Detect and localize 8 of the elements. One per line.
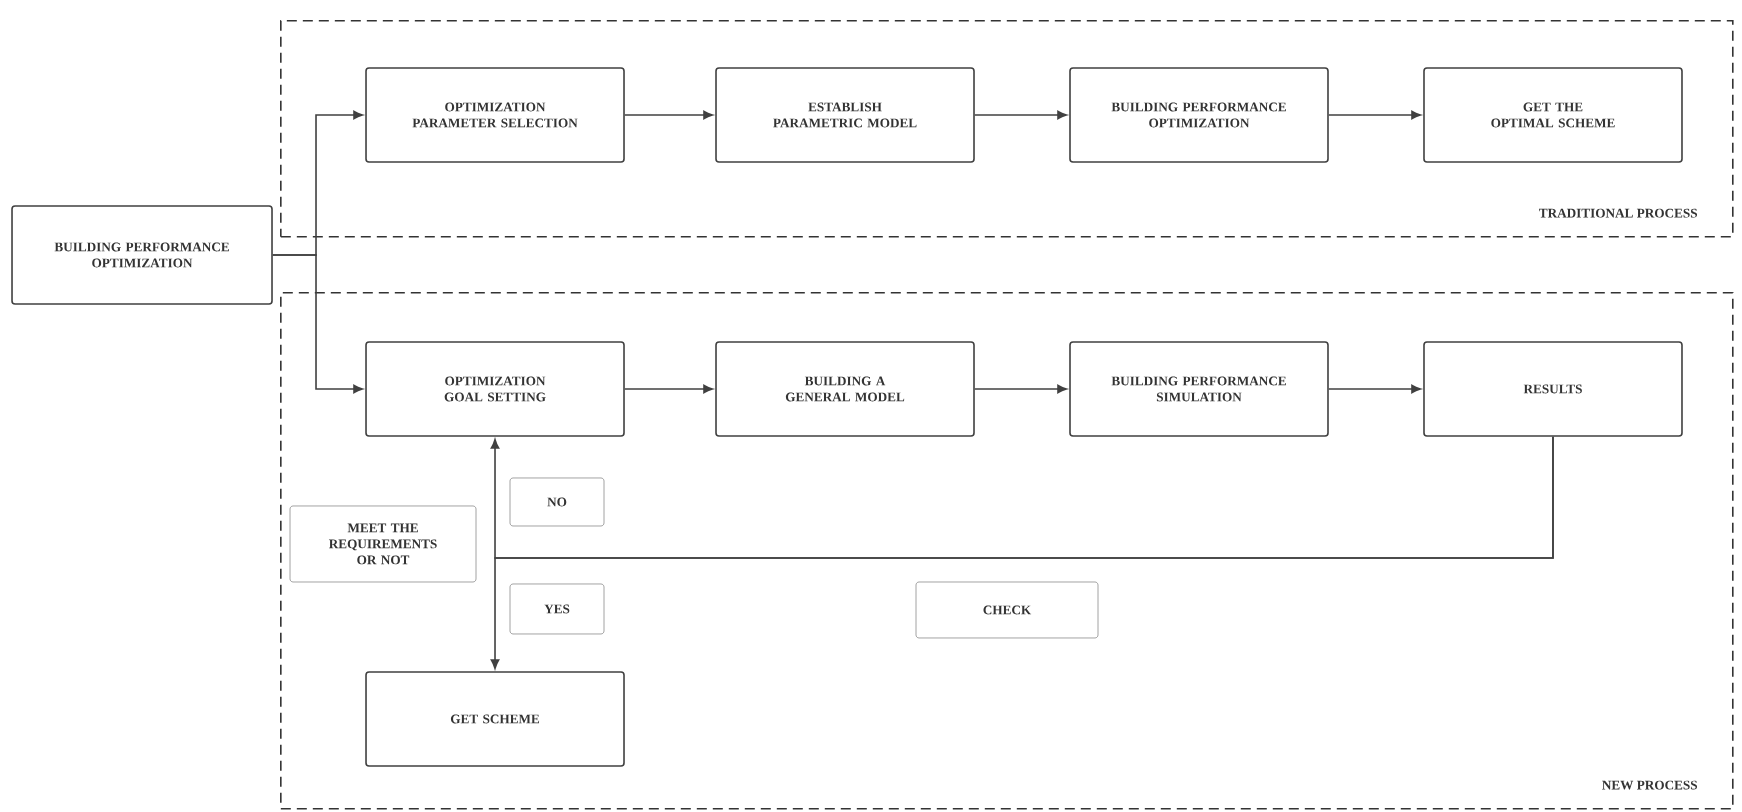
arrow xyxy=(624,384,713,394)
arrow xyxy=(1328,110,1421,120)
arrow xyxy=(974,384,1067,394)
arrow xyxy=(624,110,713,120)
arrow xyxy=(490,435,1554,669)
arrow xyxy=(1328,384,1421,394)
arrow xyxy=(974,110,1067,120)
arrow xyxy=(272,254,364,394)
